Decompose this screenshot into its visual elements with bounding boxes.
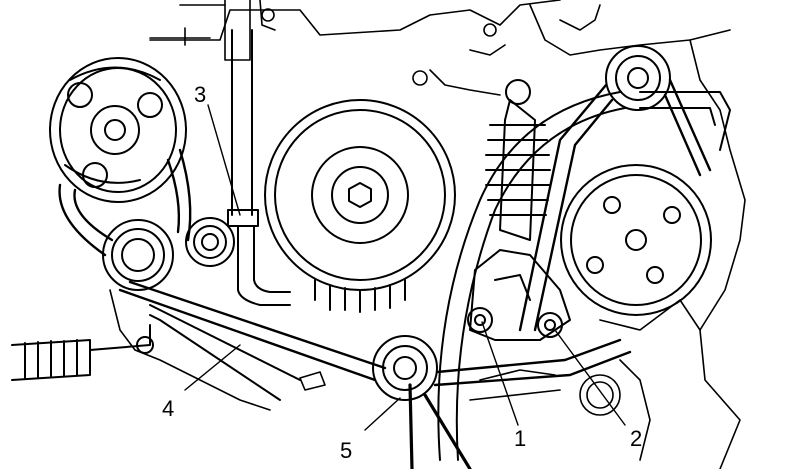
- engine-block-outline: [109, 0, 746, 469]
- top-right-pulley: [605, 45, 671, 111]
- lower-fittings: [299, 369, 621, 416]
- callout-label-2: 2: [630, 426, 643, 451]
- compressor-pulley: [560, 164, 712, 316]
- leader-line-4: [184, 344, 241, 391]
- left-hose: [11, 304, 301, 401]
- drive-belt: [58, 78, 712, 387]
- leader-line-1: [481, 321, 519, 426]
- callout-label-5: 5: [340, 438, 353, 463]
- leader-line-2: [554, 329, 626, 426]
- leader-lines: [184, 104, 626, 431]
- tool-handle: [408, 383, 472, 469]
- leader-line-3: [207, 104, 241, 216]
- tensioner-spring: [485, 79, 551, 241]
- callout-label-1: 1: [514, 426, 527, 451]
- top-fitting: [149, 0, 276, 61]
- idler-pulley-left: [102, 219, 174, 291]
- leader-line-5: [364, 397, 401, 431]
- vertical-hose: [227, 29, 291, 306]
- callout-label-4: 4: [162, 396, 175, 421]
- tensioner-bracket: [467, 249, 571, 341]
- large-pulley: [264, 99, 456, 313]
- callout-label-3: 3: [194, 82, 207, 107]
- idler-pulley-mid: [185, 217, 235, 267]
- curved-hose: [437, 91, 731, 461]
- alternator: [49, 57, 187, 203]
